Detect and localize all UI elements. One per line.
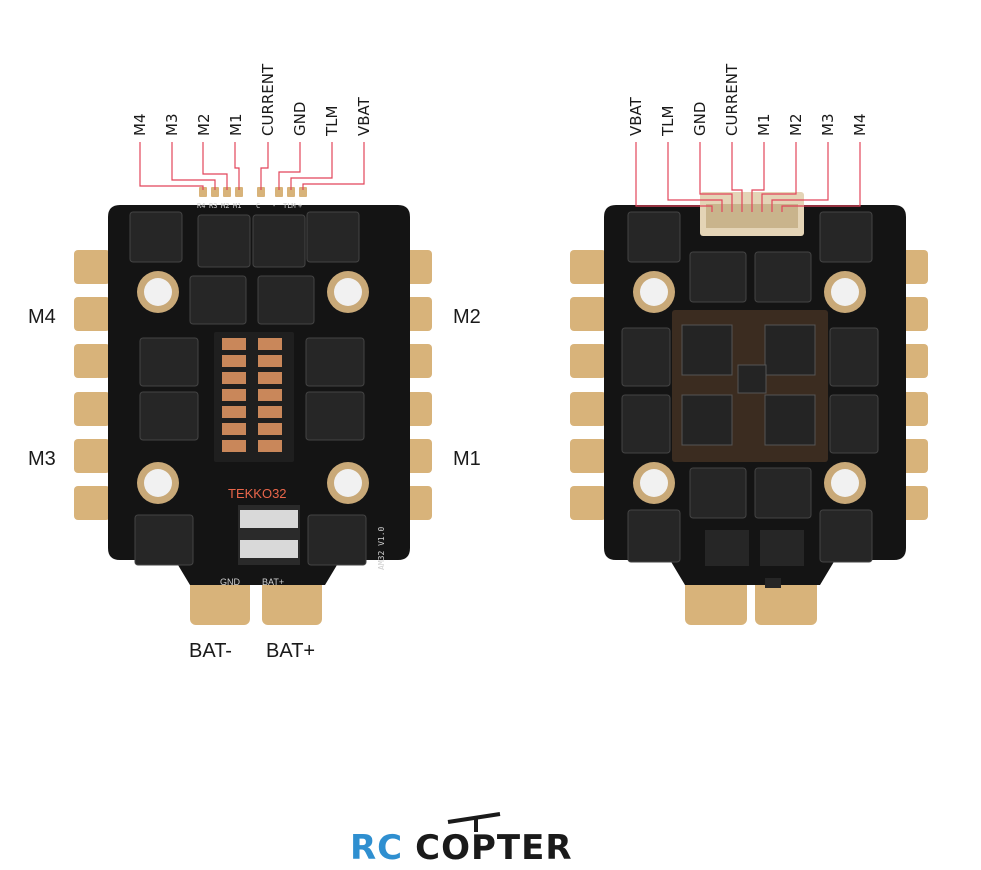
- front-pin-current: CURRENT: [259, 63, 277, 136]
- front-bat-minus-pad: [190, 575, 250, 625]
- front-left-pads: [74, 250, 110, 520]
- label-front-m1: M1: [453, 448, 481, 470]
- back-pin-m3: M3: [819, 113, 837, 137]
- pad-silk-1: R3: [209, 202, 217, 210]
- back-pin-leaders: [635, 142, 861, 212]
- label-bat-minus: BAT-: [189, 640, 232, 662]
- front-pin-vbat: VBAT: [355, 97, 373, 136]
- back-pin-vbat: VBAT: [627, 97, 645, 136]
- front-pin-tlm: TLM: [323, 105, 341, 136]
- front-brand-silk: TEKKO32: [228, 486, 287, 501]
- label-bat-plus: BAT+: [266, 640, 316, 662]
- back-pin-m4: M4: [851, 113, 869, 137]
- front-pin-m2: M2: [195, 113, 213, 137]
- label-front-m2: M2: [453, 306, 481, 328]
- front-pin-leaders: [139, 142, 365, 190]
- front-batplus-silk: BAT+: [262, 577, 284, 587]
- logo-rc: RC: [350, 828, 404, 868]
- front-board: R4 R3 M2 M1 C -TLM+ TEKKO32 AM32 V1.0 GND BAT…: [74, 142, 432, 625]
- front-pad-silk: R4 R3 M2 M1 C -TLM+: [197, 202, 302, 210]
- front-signal-pads: [199, 187, 307, 197]
- pad-silk-7: +: [298, 202, 302, 210]
- label-front-m4: M4: [28, 306, 56, 328]
- front-capacitors: [214, 332, 294, 462]
- label-front-m3: M3: [28, 448, 56, 470]
- pad-silk-3: M1: [233, 202, 241, 210]
- front-pin-m4: M4: [131, 113, 149, 137]
- pad-silk-0: R4: [197, 202, 205, 210]
- front-pin-gnd: GND: [291, 101, 309, 136]
- front-mount-holes: [137, 271, 369, 504]
- front-mosfets: [129, 211, 367, 566]
- back-bottom-parts: [705, 530, 804, 588]
- front-current-shunt: [238, 505, 300, 565]
- back-pin-m2: M2: [787, 113, 805, 137]
- back-pin-gnd: GND: [691, 101, 709, 136]
- back-pin-current: CURRENT: [723, 63, 741, 136]
- back-left-pads: [570, 250, 606, 520]
- back-pin-tlm: TLM: [659, 105, 677, 136]
- pad-silk-2: M2: [221, 202, 229, 210]
- pad-silk-4: C: [256, 202, 260, 210]
- back-mount-holes: [633, 271, 866, 504]
- back-board: [570, 142, 928, 625]
- front-bat-plus-pad: [262, 575, 322, 625]
- back-bat-pad-left: [685, 575, 747, 625]
- logo-rotor-mark: [447, 812, 501, 832]
- pad-silk-5: -: [272, 202, 276, 210]
- front-pin-m1: M1: [227, 113, 245, 137]
- rc-copter-logo: RC COPTER: [350, 828, 573, 868]
- front-pin-m3: M3: [163, 113, 181, 137]
- front-gnd-silk: GND: [220, 577, 241, 587]
- front-version-silk: AM32 V1.0: [377, 526, 386, 570]
- back-mosfets: [621, 211, 879, 563]
- back-mcu-area: [672, 310, 828, 462]
- pad-silk-6: TLM: [283, 202, 296, 210]
- back-pin-m1: M1: [755, 113, 773, 137]
- logo-copter: COPTER: [415, 828, 573, 868]
